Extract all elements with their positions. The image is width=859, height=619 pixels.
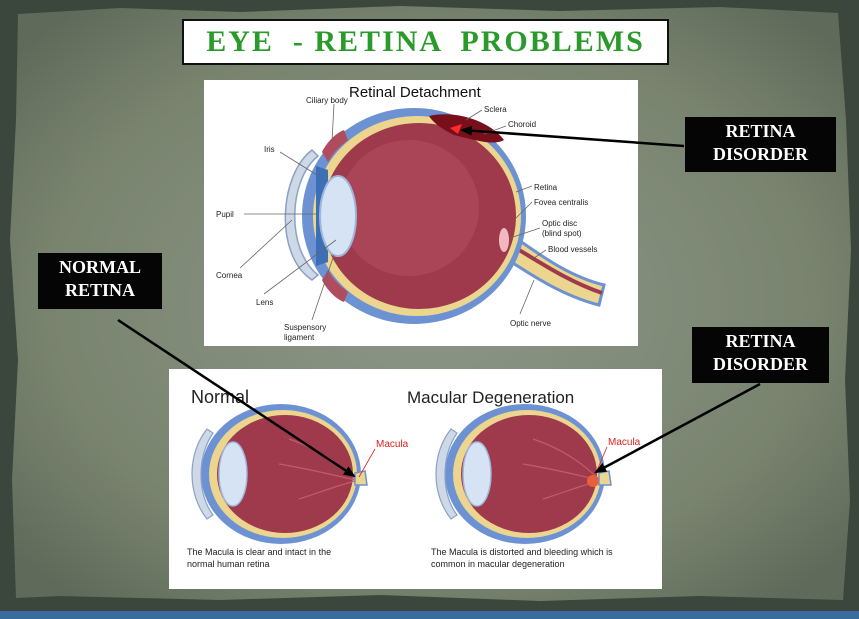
normal-caption-line-1: The Macula is clear and intact in the (187, 547, 331, 557)
retina-disorder-top-label: RETINA DISORDER (685, 117, 836, 172)
macular-degeneration-title: Macular Degeneration (407, 388, 574, 407)
degeneration-macula-label: Macula (608, 437, 641, 448)
normal-macula-label: Macula (376, 439, 409, 450)
retina-disorder-top-line-1: RETINA (725, 121, 796, 141)
retina-disorder-bottom-line-2: DISORDER (712, 354, 809, 374)
normal-eye-illustration (191, 404, 368, 544)
label-cornea: Cornea (216, 271, 243, 280)
macular-degeneration-eye-illustration (435, 404, 612, 544)
lens-shape (319, 175, 357, 257)
bottom-accent-bar (0, 611, 859, 619)
label-optic-nerve: Optic nerve (510, 319, 551, 328)
label-lens: Lens (256, 298, 273, 307)
label-iris: Iris (264, 145, 275, 154)
label-blood-vessels: Blood vessels (548, 245, 597, 254)
optic-disc-shape (499, 228, 509, 252)
retinal-detachment-title: Retinal Detachment (349, 84, 482, 101)
ciliary-body-shape (322, 130, 348, 162)
macular-comparison-diagram: Normal Macular Degeneration Macula Macul… (187, 387, 641, 569)
label-choroid: Choroid (508, 120, 536, 129)
normal-title: Normal (191, 387, 249, 407)
label-suspensory-2: ligament (284, 333, 315, 342)
retina-disorder-bottom-line-1: RETINA (725, 331, 796, 351)
slide-title: EYE - RETINA PROBLEMS (206, 25, 645, 58)
label-retina: Retina (534, 183, 558, 192)
detachment-tear (450, 124, 462, 134)
normal-retina-line-1: NORMAL (59, 257, 141, 277)
label-fovea: Fovea centralis (534, 198, 588, 207)
label-optic-disc-1: Optic disc (542, 219, 577, 228)
retinal-detachment-diagram: Retinal Detachment Ciliary body Sclera C… (216, 84, 606, 342)
label-ciliary-body: Ciliary body (306, 96, 348, 105)
macular-caption-line-2: common in macular degeneration (431, 559, 565, 569)
macular-caption-line-1: The Macula is distorted and bleeding whi… (431, 547, 613, 557)
retina-disorder-top-line-2: DISORDER (712, 144, 809, 164)
normal-retina-line-2: RETINA (64, 280, 135, 300)
label-optic-disc-2: (blind spot) (542, 229, 582, 238)
eye-interior-highlight (339, 140, 479, 276)
macular-comparison-panel: Normal Macular Degeneration Macula Macul… (169, 369, 662, 589)
label-sclera: Sclera (484, 105, 507, 114)
slide-title-box: EYE - RETINA PROBLEMS (182, 19, 669, 65)
normal-caption-line-2: normal human retina (187, 559, 270, 569)
retina-disorder-bottom-label: RETINA DISORDER (692, 327, 829, 383)
label-suspensory-1: Suspensory (284, 323, 326, 332)
retinal-detachment-panel: Retinal Detachment Ciliary body Sclera C… (204, 80, 638, 346)
cornea-shape (284, 149, 320, 281)
label-pupil: Pupil (216, 210, 234, 219)
normal-retina-label: NORMAL RETINA (38, 253, 162, 309)
ciliary-body-shape-lower (322, 270, 348, 302)
